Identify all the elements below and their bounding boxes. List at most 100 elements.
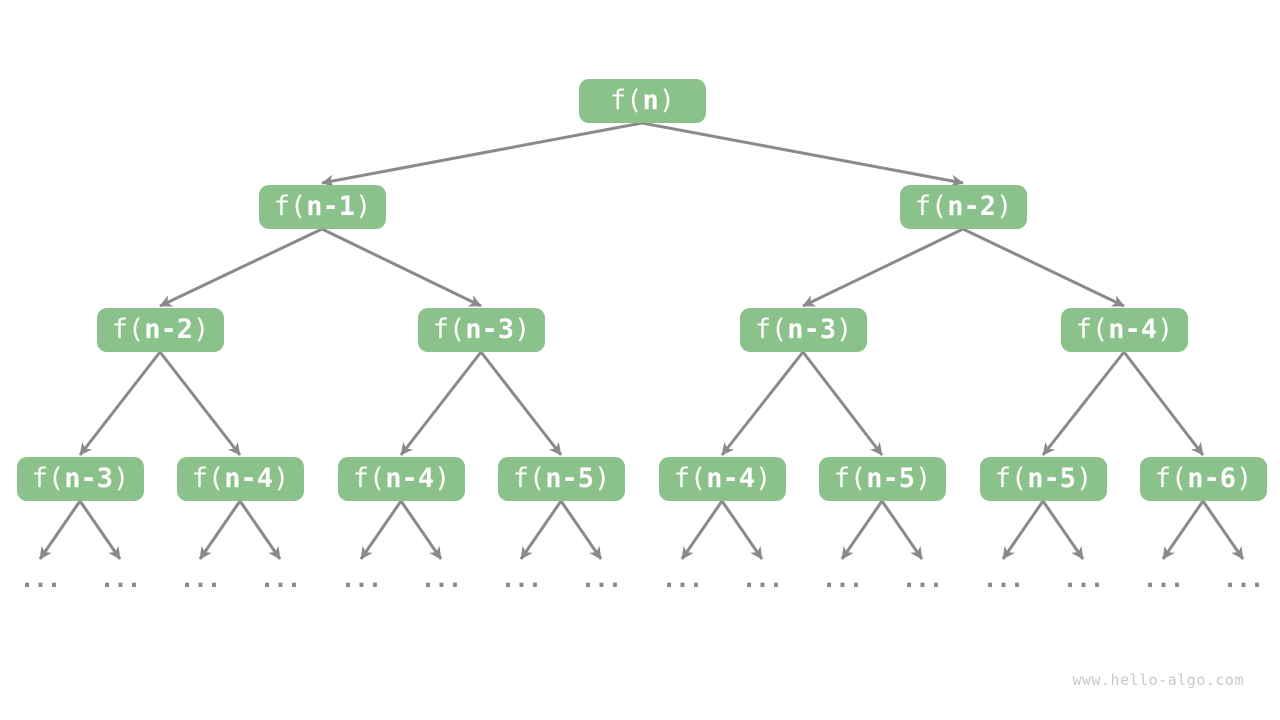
- node-label-suffix: ): [355, 191, 372, 222]
- edge: [1041, 351, 1126, 456]
- node-label-arg: n-4: [706, 463, 756, 494]
- node-label-prefix: f(: [609, 85, 643, 116]
- node-label-prefix: f(: [994, 463, 1028, 494]
- ellipsis: ...: [580, 565, 622, 593]
- edge: [359, 500, 403, 560]
- node-label-suffix: ): [273, 463, 290, 494]
- node-label-arg: n-3: [465, 314, 515, 345]
- tree-node: f(n-3): [418, 308, 545, 352]
- edge: [962, 227, 1125, 308]
- edge: [641, 121, 964, 187]
- node-label-prefix: f(: [1075, 314, 1109, 345]
- node-label-suffix: ): [915, 463, 932, 494]
- edge: [1041, 500, 1085, 560]
- tree-node: f(n-5): [980, 457, 1107, 501]
- node-label-arg: n-4: [385, 463, 435, 494]
- tree-node: f(n-4): [177, 457, 304, 501]
- node-label-suffix: ): [996, 191, 1013, 222]
- node-label-prefix: f(: [352, 463, 386, 494]
- tree-node: f(n-3): [17, 457, 144, 501]
- node-label-arg: n-4: [1108, 314, 1158, 345]
- node-label-arg: n-6: [1187, 463, 1237, 494]
- node-label-prefix: f(: [273, 191, 307, 222]
- ellipsis: ...: [1142, 565, 1184, 593]
- edge: [321, 227, 482, 308]
- node-label-suffix: ): [1076, 463, 1093, 494]
- tree-node: f(n-5): [819, 457, 946, 501]
- edge: [801, 351, 884, 456]
- node-label-suffix: ): [514, 314, 531, 345]
- edge: [238, 500, 282, 560]
- edge: [680, 500, 724, 560]
- node-label-prefix: f(: [754, 314, 788, 345]
- tree-node: f(n-4): [659, 457, 786, 501]
- node-label-suffix: ): [836, 314, 853, 345]
- edge: [38, 500, 82, 560]
- ellipsis: ...: [741, 565, 783, 593]
- node-label-arg: n-2: [947, 191, 997, 222]
- node-label-suffix: ): [1157, 314, 1174, 345]
- node-label-prefix: f(: [512, 463, 546, 494]
- tree-node: f(n-3): [740, 308, 867, 352]
- tree-node: f(n-1): [259, 185, 386, 229]
- edge: [1122, 351, 1205, 456]
- node-label-prefix: f(: [191, 463, 225, 494]
- node-label-prefix: f(: [914, 191, 948, 222]
- tree-node: f(n-2): [900, 185, 1027, 229]
- ellipsis: ...: [179, 565, 221, 593]
- watermark: www.hello-algo.com: [1072, 671, 1244, 689]
- node-label-prefix: f(: [1154, 463, 1188, 494]
- node-label-suffix: ): [755, 463, 772, 494]
- tree-node: f(n-2): [97, 308, 224, 352]
- tree-node: f(n-4): [338, 457, 465, 501]
- node-label-prefix: f(: [673, 463, 707, 494]
- edge: [559, 500, 603, 560]
- edge: [720, 351, 805, 456]
- node-label-arg: n: [642, 85, 659, 116]
- ellipsis: ...: [99, 565, 141, 593]
- node-label-arg: n-3: [64, 463, 114, 494]
- node-label-arg: n-5: [1027, 463, 1077, 494]
- edge: [720, 500, 764, 560]
- edge: [802, 227, 964, 308]
- edge: [399, 351, 483, 456]
- edge: [198, 500, 242, 560]
- node-label-suffix: ): [193, 314, 210, 345]
- ellipsis: ...: [340, 565, 382, 593]
- edge: [1001, 500, 1045, 560]
- ellipsis: ...: [821, 565, 863, 593]
- edge: [519, 500, 563, 560]
- edge: [880, 500, 924, 560]
- tree-node-root: f(n): [579, 79, 706, 123]
- node-label-arg: n-5: [545, 463, 595, 494]
- node-label-arg: n-4: [224, 463, 274, 494]
- node-label-arg: n-5: [866, 463, 916, 494]
- node-label-arg: n-3: [787, 314, 837, 345]
- tree-node: f(n-4): [1061, 308, 1188, 352]
- tree-node: f(n-6): [1140, 457, 1267, 501]
- edge: [479, 351, 563, 456]
- edge: [78, 351, 162, 456]
- ellipsis: ...: [1222, 565, 1264, 593]
- ellipsis: ...: [259, 565, 301, 593]
- node-label-suffix: ): [434, 463, 451, 494]
- ellipsis: ...: [500, 565, 542, 593]
- edge: [321, 121, 643, 187]
- node-label-suffix: ): [594, 463, 611, 494]
- ellipsis: ...: [420, 565, 462, 593]
- node-label-arg: n-1: [306, 191, 356, 222]
- edge: [158, 351, 242, 456]
- node-label-prefix: f(: [833, 463, 867, 494]
- tree-node: f(n-5): [498, 457, 625, 501]
- edge: [78, 500, 122, 560]
- ellipsis: ...: [19, 565, 61, 593]
- ellipsis: ...: [982, 565, 1024, 593]
- ellipsis: ...: [1062, 565, 1104, 593]
- edge: [159, 227, 323, 308]
- node-label-prefix: f(: [111, 314, 145, 345]
- node-label-arg: n-2: [144, 314, 194, 345]
- node-label-suffix: ): [1236, 463, 1253, 494]
- edge: [1161, 500, 1205, 560]
